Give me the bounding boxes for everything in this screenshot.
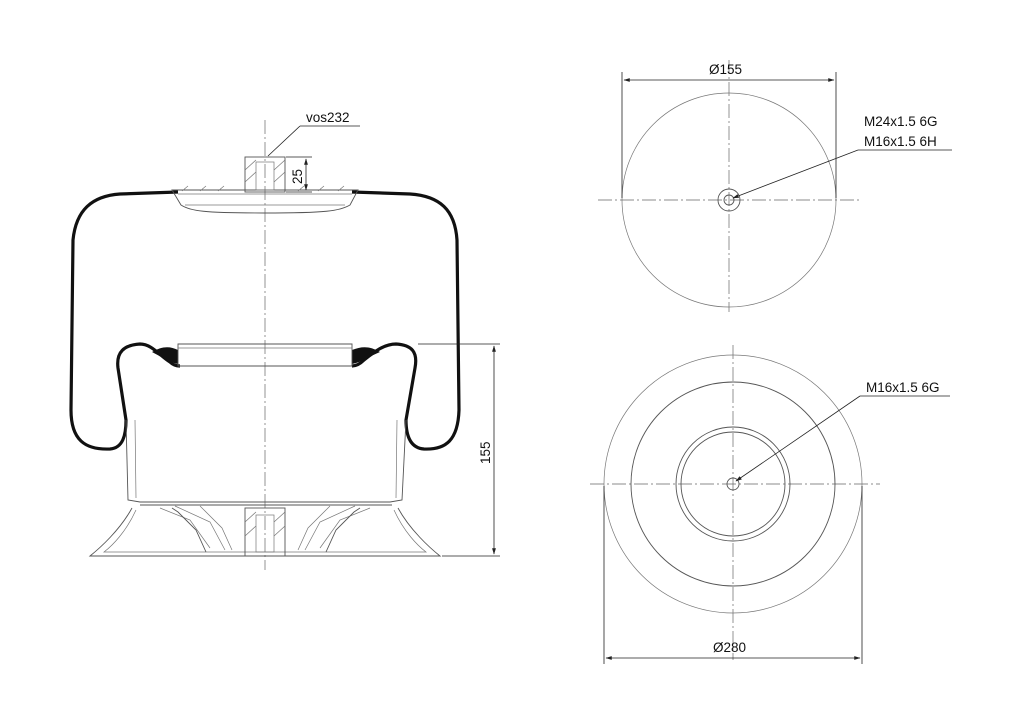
height-155-label: 155 xyxy=(478,441,493,464)
top-thread-m24-label: M24x1.5 6G xyxy=(864,114,938,129)
top-stud xyxy=(244,156,286,193)
top-plate-circle xyxy=(621,92,837,308)
bottom-thread-label: M16x1.5 6G xyxy=(866,380,940,395)
piston-inner-outer-circle xyxy=(675,426,791,542)
piston-rim-circle xyxy=(630,381,836,587)
dimension-25: 25 xyxy=(286,156,312,193)
diameter-155-label: Ø155 xyxy=(709,62,742,77)
top-plate xyxy=(171,185,359,214)
top-plan-view: Ø155 M24x1.5 6G M16x1.5 6H xyxy=(598,60,952,312)
top-stud-outer xyxy=(717,188,741,212)
dimension-155: 155 xyxy=(418,343,500,557)
diameter-280-label: Ø280 xyxy=(713,640,746,655)
piston-outer-circle xyxy=(603,354,863,614)
callout-vos232: vos232 xyxy=(267,110,360,157)
height-25-label: 25 xyxy=(290,169,305,184)
vos232-label: vos232 xyxy=(306,110,350,125)
bottom-stud-hole xyxy=(726,477,740,491)
bottom-plan-view: Ø280 M16x1.5 6G xyxy=(590,345,950,664)
top-stud-inner xyxy=(723,194,735,206)
bellows-lip-left xyxy=(152,347,178,364)
piston xyxy=(88,343,442,557)
piston-inner-circle xyxy=(680,431,786,537)
side-view: vos232 25 155 xyxy=(69,110,500,570)
bellows-lip-right xyxy=(352,347,380,364)
top-thread-m16-label: M16x1.5 6H xyxy=(864,134,937,149)
